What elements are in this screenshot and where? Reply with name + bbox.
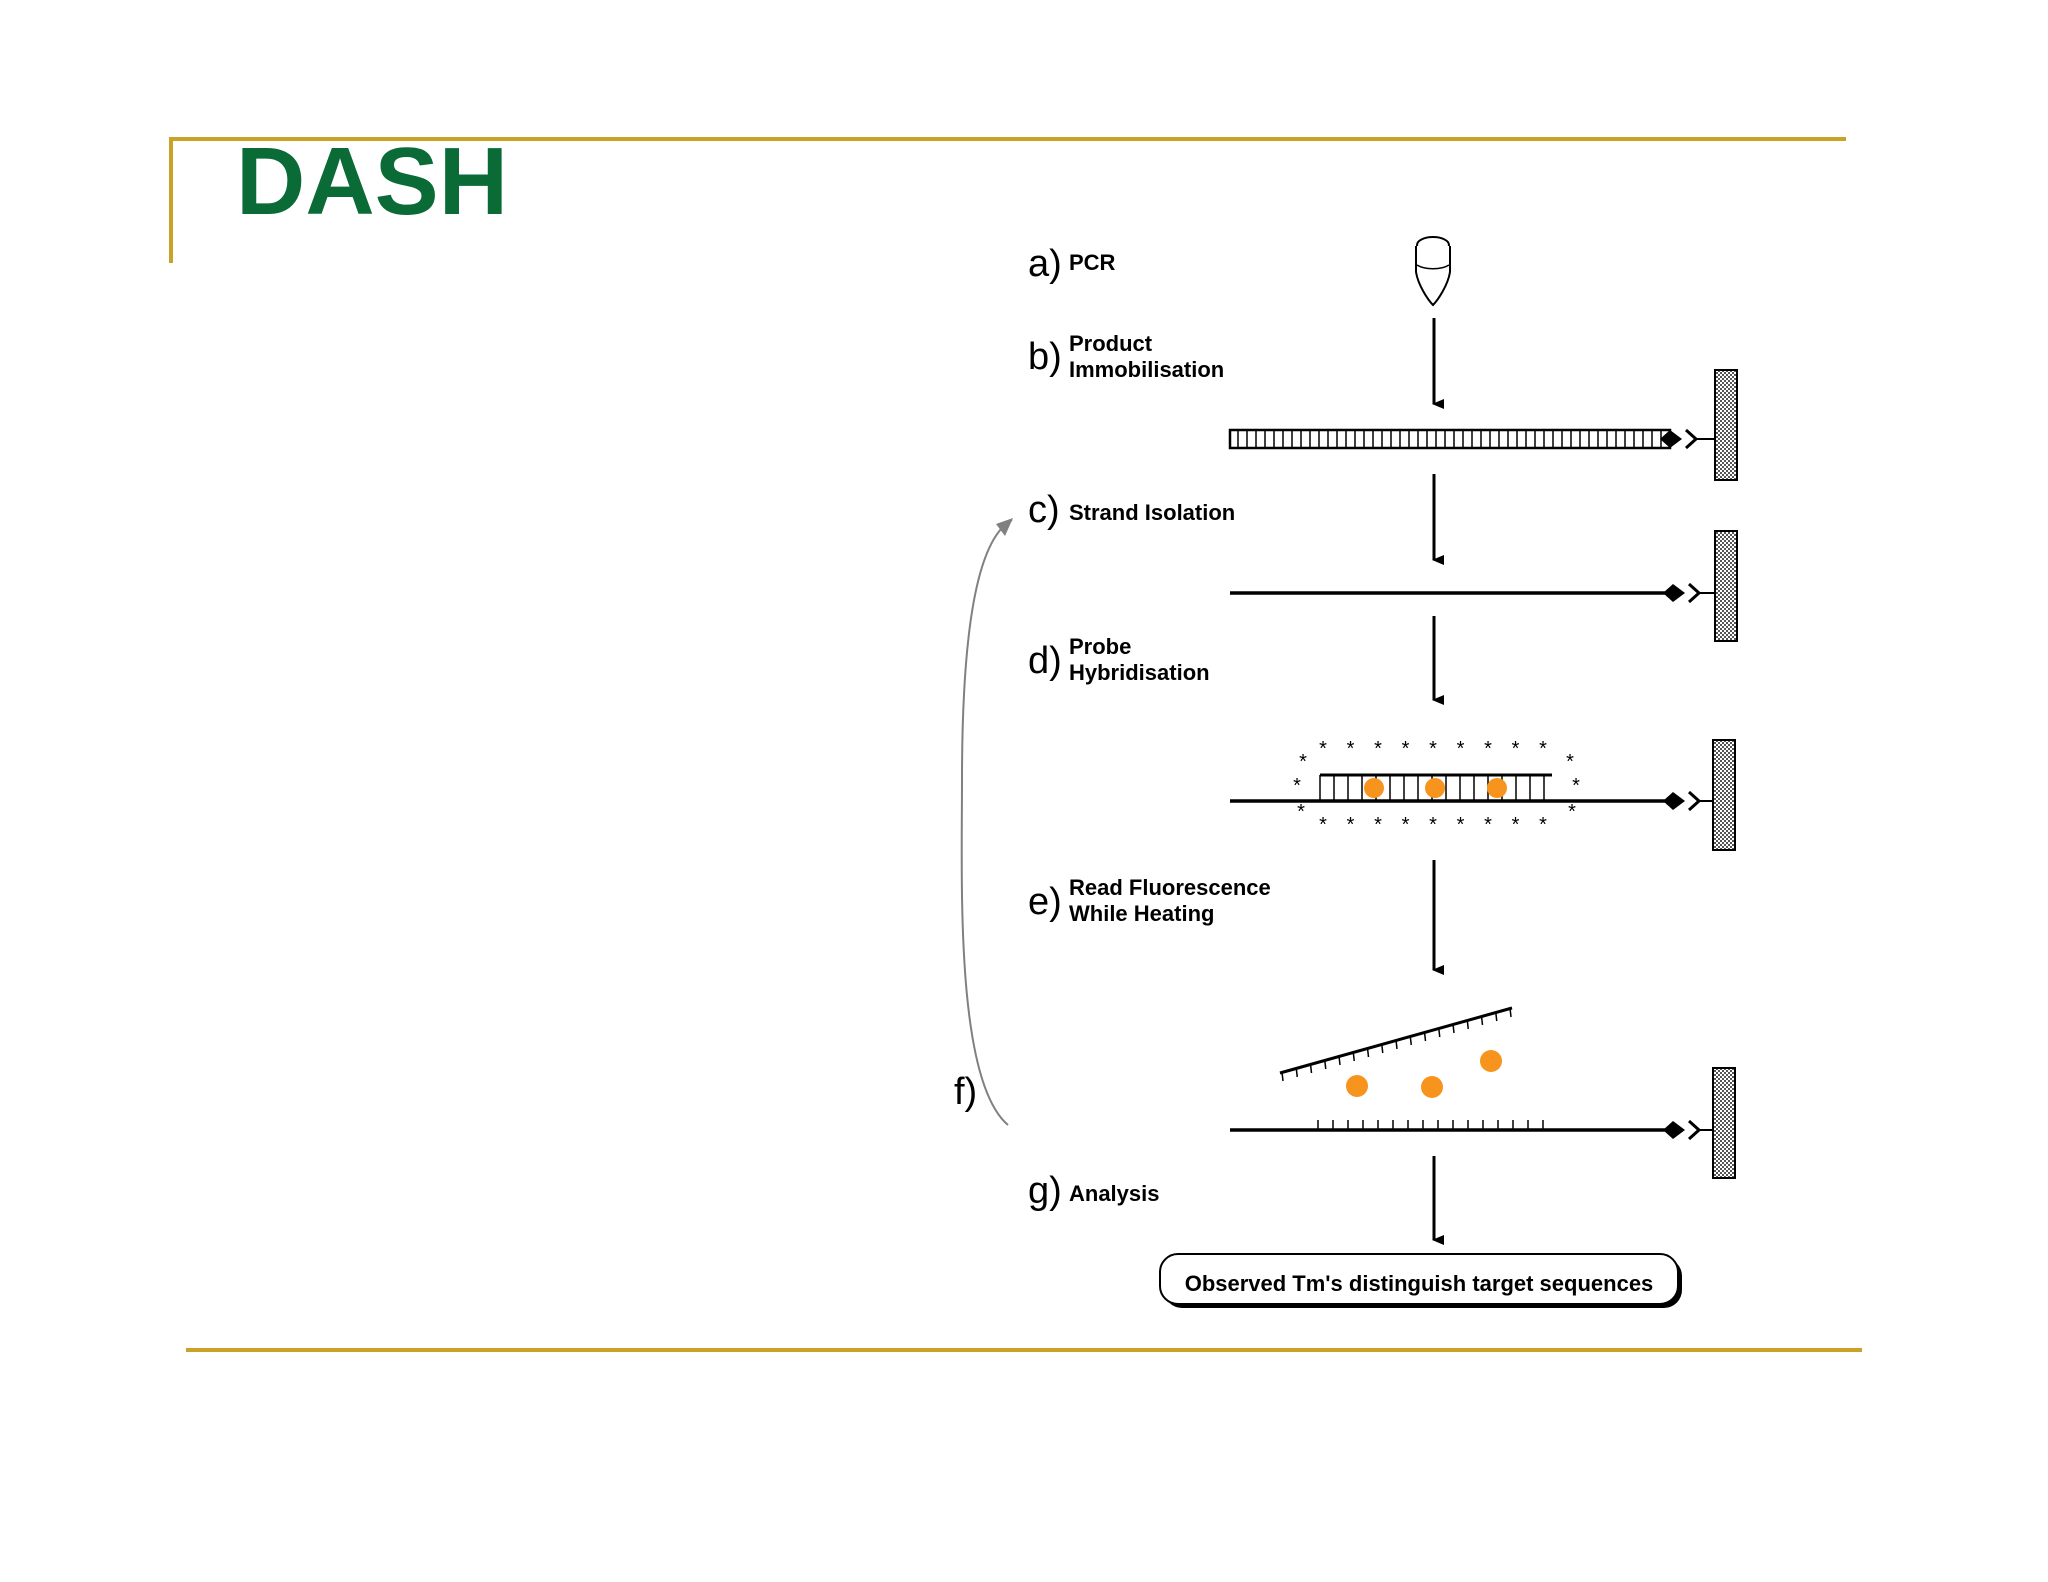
step-letter: b) [1028,336,1062,378]
svg-text:*: * [1512,738,1520,760]
step-c-label: c) Strand Isolation [1028,489,1235,531]
svg-text:*: * [1484,738,1492,760]
svg-text:*: * [1319,738,1327,760]
step-letter: d) [1028,640,1062,682]
step-d-label: d) Probe Hybridisation [1028,634,1210,685]
step-text: Strand Isolation [1069,500,1235,525]
svg-text:*: * [1539,814,1547,836]
step-a-label: a) PCR [1028,243,1116,285]
step-letter: g) [1028,1170,1062,1212]
svg-text:*: * [1539,738,1547,760]
svg-text:*: * [1484,814,1492,836]
step-text: Analysis [1069,1181,1160,1206]
svg-text:*: * [1402,814,1410,836]
svg-text:*: * [1319,814,1327,836]
fluorophore [1364,778,1384,798]
fluorophore [1487,778,1507,798]
support-anchor-b [1660,369,1738,481]
step-text: PCR [1069,250,1116,275]
step-letter: a) [1028,243,1062,285]
fluorophore [1425,778,1445,798]
svg-text:*: * [1568,801,1576,823]
loop-back-arrowhead [996,518,1013,536]
step-text-2: While Heating [1069,901,1214,926]
step-text: Probe [1069,634,1131,659]
loop-back-arrow [960,519,1013,1126]
svg-text:*: * [1512,814,1520,836]
result-box: Observed Tm's distinguish target sequenc… [1159,1253,1682,1308]
melted-strand [1230,1120,1668,1132]
slide-title: DASH [236,128,509,235]
svg-text:*: * [1572,775,1580,797]
step-f-label: f) [954,1071,977,1113]
step-g-label: g) Analysis [1028,1170,1160,1212]
svg-text:*: * [1293,775,1301,797]
support-anchor-d [1663,739,1736,851]
svg-text:*: * [1457,814,1465,836]
svg-text:*: * [1299,751,1307,773]
step-b-label: b) Product Immobilisation [1028,331,1224,382]
fluorophore [1346,1075,1368,1097]
step-text: Read Fluorescence [1069,875,1271,900]
fluorophore [1421,1076,1443,1098]
step-letter: f) [954,1071,977,1113]
svg-text:*: * [1429,738,1437,760]
double-strand-product [1228,428,1672,450]
support-anchor-c [1663,530,1738,642]
svg-text:*: * [1402,738,1410,760]
svg-text:*: * [1374,814,1382,836]
step-letter: c) [1028,489,1060,531]
fluorophore [1480,1050,1502,1072]
svg-text:*: * [1457,738,1465,760]
step-text-2: Immobilisation [1069,357,1224,382]
dissociated-probe [1279,1006,1513,1098]
svg-text:*: * [1347,738,1355,760]
svg-text:*: * [1347,814,1355,836]
svg-text:*: * [1297,801,1305,823]
svg-text:*: * [1374,738,1382,760]
step-text: Product [1069,331,1153,356]
hybridised-probe: ************************ [1230,738,1668,836]
step-e-label: e) Read Fluorescence While Heating [1028,875,1271,926]
svg-text:*: * [1566,751,1574,773]
support-anchor-e [1663,1067,1736,1179]
pcr-tube-icon [1415,236,1451,307]
svg-text:*: * [1429,814,1437,836]
result-text: Observed Tm's distinguish target sequenc… [1185,1271,1654,1296]
step-text-2: Hybridisation [1069,660,1210,685]
step-letter: e) [1028,881,1062,923]
